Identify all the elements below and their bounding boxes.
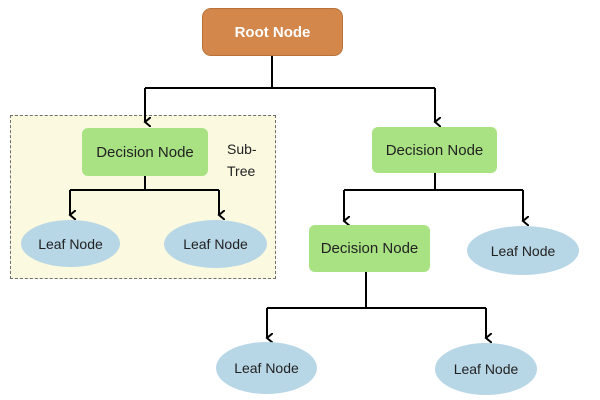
leaf-node-bottom-1: Leaf Node [216, 342, 317, 394]
leaf-node-left-1: Leaf Node [21, 220, 120, 267]
decision-node-right: Decision Node [372, 127, 497, 173]
leaf-node-bottom-2: Leaf Node [435, 343, 537, 395]
decision-node-left: Decision Node [82, 128, 208, 176]
root-node: Root Node [202, 8, 343, 56]
leaf-node-right: Leaf Node [467, 226, 579, 275]
decision-node-right-child: Decision Node [309, 225, 430, 272]
subtree-label: Sub- Tree [227, 141, 257, 179]
leaf-node-left-2: Leaf Node [164, 220, 267, 268]
